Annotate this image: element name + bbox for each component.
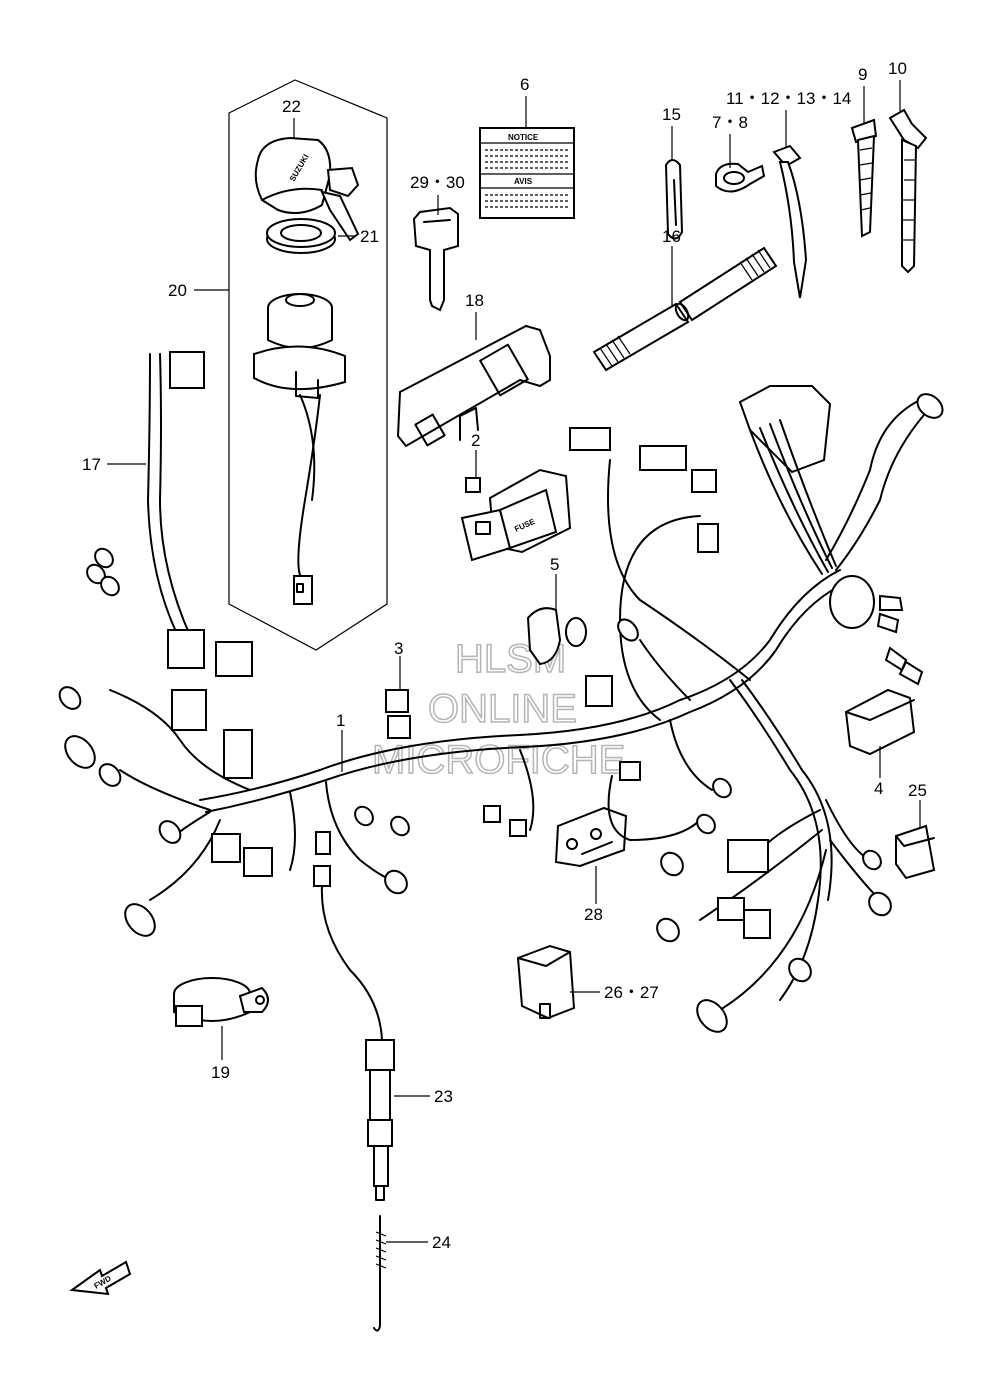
callout-5[interactable]: 5 <box>550 555 559 574</box>
callout-22[interactable]: 22 <box>282 97 301 116</box>
callout-11-14[interactable]: 11・12・13・14 <box>726 89 851 108</box>
watermark-line-2: ONLINE <box>428 687 577 731</box>
notice-label[interactable]: NOTICE AVIS <box>479 127 575 219</box>
notice-text: NOTICE <box>508 133 539 142</box>
watermark: HLSM ONLINE MICROFICHE <box>371 636 626 783</box>
ignition-switch-group[interactable]: SUZUKI <box>228 79 388 651</box>
cable-tie-c[interactable] <box>888 108 928 274</box>
protector-tube[interactable] <box>592 246 778 372</box>
oxygen-sensor[interactable] <box>320 885 395 1201</box>
callout-3[interactable]: 3 <box>394 639 403 658</box>
relay-b[interactable] <box>516 944 576 1020</box>
callout-24[interactable]: 24 <box>432 1233 451 1252</box>
avis-text: AVIS <box>514 177 533 186</box>
callout-28[interactable]: 28 <box>584 905 603 924</box>
spring-pin[interactable] <box>373 1215 387 1332</box>
ignition-key-cover[interactable]: SUZUKI <box>254 136 360 242</box>
leader-lines <box>107 80 921 1243</box>
fuse-box[interactable]: FUSE <box>460 468 572 562</box>
ignition-switch[interactable] <box>253 293 346 605</box>
callout-labels: 22 21 20 17 18 29・30 6 15 7・8 11・12・13・1… <box>82 59 927 1252</box>
main-harness[interactable] <box>55 351 947 1038</box>
callout-17[interactable]: 17 <box>82 455 101 474</box>
callout-16[interactable]: 16 <box>662 227 681 246</box>
key[interactable] <box>412 206 459 312</box>
pressure-switch[interactable] <box>173 977 269 1027</box>
watermark-line-3: MICROFICHE <box>372 738 625 782</box>
relay-a[interactable] <box>895 824 936 880</box>
group-frame <box>228 79 388 651</box>
hose-clamp[interactable] <box>715 162 766 193</box>
callout-10[interactable]: 10 <box>888 59 907 78</box>
callout-26-27[interactable]: 26・27 <box>604 983 659 1002</box>
callout-4[interactable]: 4 <box>874 779 883 798</box>
callout-19[interactable]: 19 <box>211 1063 230 1082</box>
clip[interactable] <box>664 159 684 240</box>
callout-2[interactable]: 2 <box>471 431 480 450</box>
terminal-cover[interactable] <box>526 607 587 666</box>
cable-tie-b[interactable] <box>850 118 878 238</box>
coupler-cover[interactable] <box>844 688 916 756</box>
callout-1[interactable]: 1 <box>336 711 345 730</box>
ring-nut[interactable] <box>266 218 336 254</box>
relay-bracket[interactable] <box>554 806 628 868</box>
callout-15[interactable]: 15 <box>662 105 681 124</box>
callout-18[interactable]: 18 <box>465 291 484 310</box>
callout-20[interactable]: 20 <box>168 281 187 300</box>
callout-25[interactable]: 25 <box>908 781 927 800</box>
callout-21[interactable]: 21 <box>360 227 379 246</box>
forward-direction-arrow: FWD <box>69 1260 132 1296</box>
callout-29-30[interactable]: 29・30 <box>410 173 465 192</box>
callout-6[interactable]: 6 <box>520 75 529 94</box>
callout-7-8[interactable]: 7・8 <box>712 113 748 132</box>
bracket[interactable] <box>396 324 551 448</box>
callout-23[interactable]: 23 <box>434 1087 453 1106</box>
cable-tie-a[interactable] <box>772 144 808 299</box>
callout-9[interactable]: 9 <box>858 65 867 84</box>
